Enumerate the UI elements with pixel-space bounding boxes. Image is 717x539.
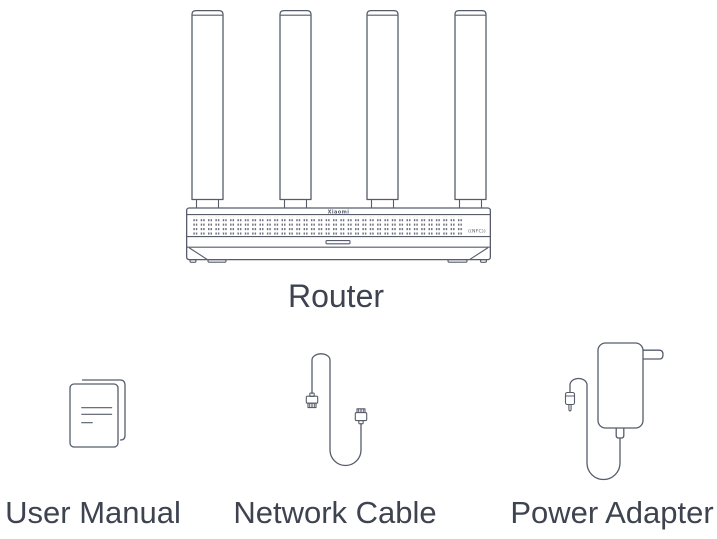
vent-grille (191, 216, 463, 236)
user-manual-label: User Manual (5, 495, 181, 530)
status-led-slot (325, 240, 351, 245)
back-page (81, 379, 126, 441)
router-antenna (366, 10, 399, 209)
router-label: Router (287, 278, 385, 314)
router-antenna (279, 10, 312, 209)
nfc-badge: ((NFC)) (468, 229, 486, 235)
plug-prong (642, 349, 664, 360)
power-adapter-icon (564, 342, 664, 481)
strain-relief (615, 427, 625, 439)
manual-text-lines (81, 407, 113, 424)
xiaomi-logo-text: Xiaomi (328, 210, 350, 216)
router-body: Xiaomi ((NFC)) (186, 207, 491, 263)
network-cable-icon (305, 353, 368, 467)
router-feet (189, 259, 488, 263)
rj45-connector-left (305, 392, 319, 409)
base-bevel-right (469, 247, 489, 260)
cable-wire (311, 353, 362, 467)
router-antenna (454, 10, 487, 209)
rj45-connector-right (354, 408, 368, 425)
router-antenna (191, 10, 224, 209)
dc-connector (564, 391, 576, 412)
network-cable-label: Network Cable (233, 495, 437, 530)
front-page (69, 383, 119, 448)
base-bevel-left (188, 247, 208, 260)
router-illustration: Xiaomi ((NFC)) (186, 10, 491, 263)
user-manual-icon (69, 379, 126, 448)
power-cable-wire (569, 377, 621, 481)
adapter-body (597, 342, 644, 429)
power-adapter-label: Power Adapter (510, 495, 714, 530)
router-antennas (191, 10, 487, 209)
